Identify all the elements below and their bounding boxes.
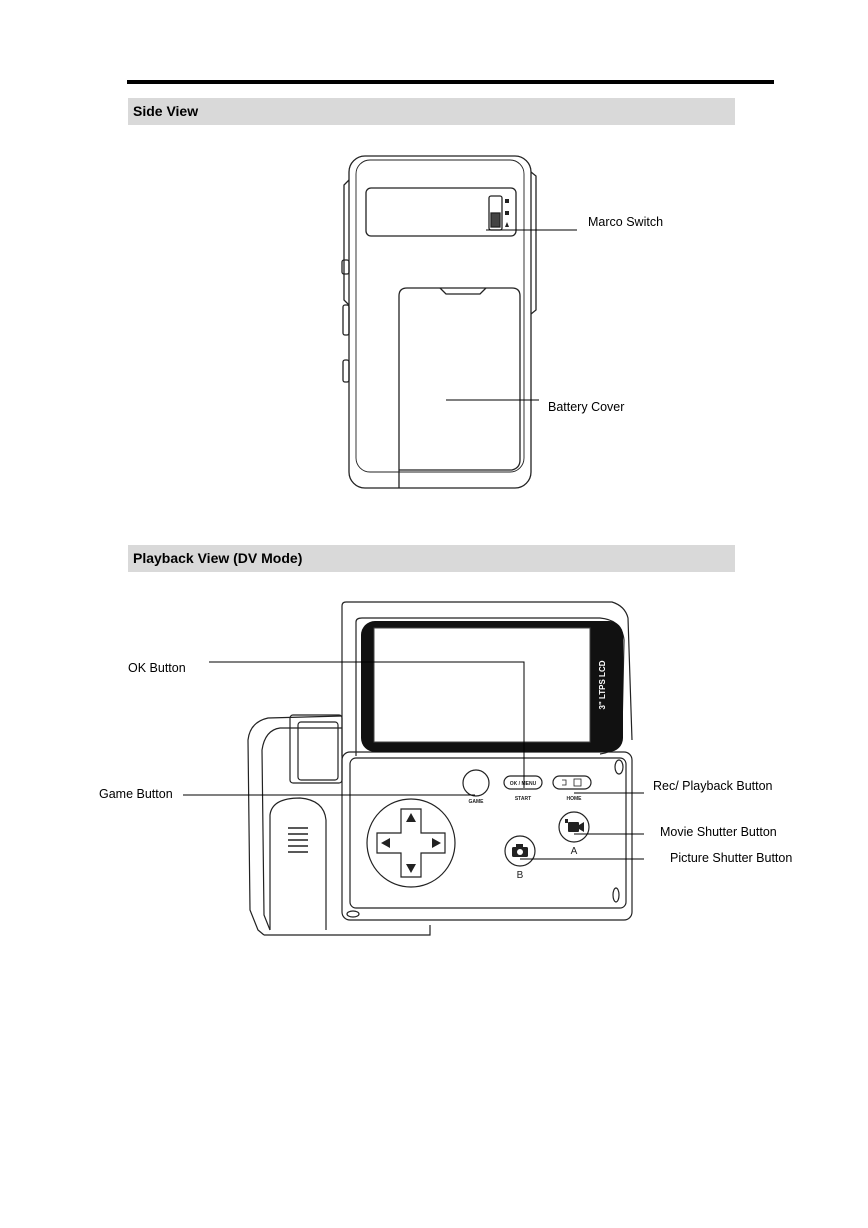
b-marking: B xyxy=(517,870,524,881)
section-header-playback-view: Playback View (DV Mode) xyxy=(128,545,735,572)
video-camera-icon xyxy=(565,819,584,832)
game-marking: GAME xyxy=(469,799,485,805)
battery-cover xyxy=(398,287,521,488)
game-button xyxy=(462,769,490,797)
a-marking: A xyxy=(571,846,578,857)
battery-cover-label: Battery Cover xyxy=(548,400,625,414)
playback-icon xyxy=(573,778,582,787)
dpad xyxy=(366,798,456,888)
picture-shutter-button-label: Picture Shutter Button xyxy=(670,851,793,865)
rec-icon xyxy=(562,779,567,786)
start-marking: START xyxy=(515,796,531,802)
ok-button-label: OK Button xyxy=(128,661,186,675)
lcd-screen xyxy=(373,627,591,743)
marco-switch-label: Marco Switch xyxy=(588,215,664,229)
section-header-side-view: Side View xyxy=(128,98,735,125)
picture-shutter-button xyxy=(504,835,536,867)
ok-menu-marking: OK / MENU xyxy=(510,781,537,787)
ok-menu-button xyxy=(503,775,543,790)
movie-shutter-button xyxy=(558,811,590,843)
camera-body-outline xyxy=(247,715,343,936)
game-button-label: Game Button xyxy=(99,787,173,801)
movie-shutter-button-label: Movie Shutter Button xyxy=(660,825,777,839)
lcd-label: 3" LTPS LCD xyxy=(598,660,607,709)
ok-button-leader xyxy=(209,661,525,788)
rec-playback-button-label: Rec/ Playback Button xyxy=(653,779,773,793)
control-panel xyxy=(349,757,627,909)
lens-panel xyxy=(365,187,517,237)
home-marking: HOME xyxy=(567,796,583,802)
rec-playback-button xyxy=(552,775,592,790)
top-rule xyxy=(127,80,774,84)
